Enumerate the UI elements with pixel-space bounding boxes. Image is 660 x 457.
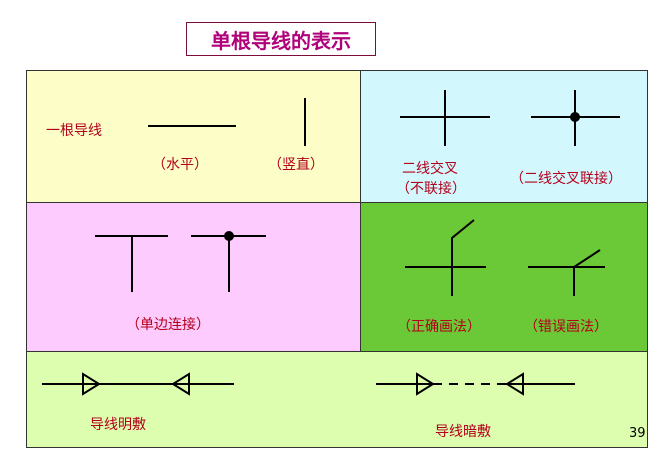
cross-join-dot: [570, 112, 580, 122]
t-junction-symbol: [95, 235, 168, 292]
label-vertical: （竖直）: [268, 157, 324, 173]
label-cross-join: （二线交叉联接）: [510, 171, 622, 187]
panel-crossing: [360, 70, 648, 203]
cross-no-join-symbol: [400, 90, 490, 146]
concealed-wire-symbol: [376, 372, 575, 396]
wrong-branch-symbol: [528, 249, 605, 296]
label-concealed: 导线暗敷: [435, 424, 491, 440]
label-single-wire: 一根导线: [46, 123, 102, 139]
label-exposed: 导线明敷: [90, 417, 146, 433]
label-cross-no-join-1: 二线交叉: [402, 161, 458, 177]
label-cross-no-join-2: （不联接）: [396, 181, 466, 197]
label-single-side: （单边连接）: [126, 317, 210, 333]
page-title: 单根导线的表示: [186, 22, 376, 56]
label-correct: （正确画法）: [397, 319, 481, 335]
correct-branch-symbol: [405, 219, 486, 296]
label-wrong: （错误画法）: [524, 319, 608, 335]
exposed-wire-symbol: [42, 372, 234, 396]
panel-laying: [26, 351, 648, 448]
page-number: 39: [629, 426, 646, 441]
panel-branch: [360, 202, 648, 352]
panel-single-side: [26, 202, 361, 352]
t-junction-dot: [224, 231, 234, 241]
label-horizontal: （水平）: [152, 157, 208, 173]
t-junction-dot-symbol: [191, 235, 266, 292]
